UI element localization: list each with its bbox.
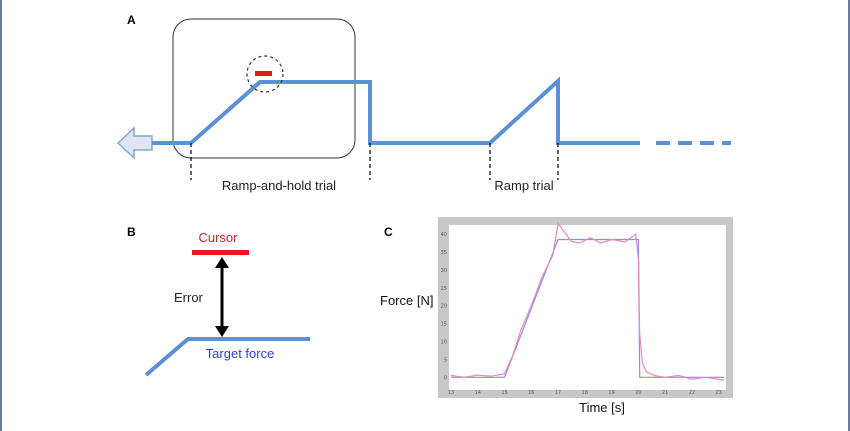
panel-a-letter: A <box>127 13 136 27</box>
y-tick-label: 40 <box>441 232 447 238</box>
target-force-label: Target force <box>206 346 275 361</box>
y-tick-label: 10 <box>441 339 447 345</box>
cursor-marker <box>255 71 272 76</box>
panel-c-letter: C <box>384 225 393 239</box>
y-tick-label: 30 <box>441 268 447 274</box>
left-arrow-icon <box>116 126 153 160</box>
force-chart: 13 14 15 16 17 18 19 20 21 22 23 0 5 10 15 20 25 30 35 40 <box>441 221 725 396</box>
left-border <box>0 0 2 431</box>
x-tick-label: 13 <box>448 390 454 396</box>
y-axis-label: Force [N] <box>380 293 433 308</box>
x-tick-label: 15 <box>501 390 507 396</box>
x-tick-label: 21 <box>662 390 668 396</box>
right-border <box>848 0 850 431</box>
x-tick-label: 19 <box>608 390 614 396</box>
error-label: Error <box>174 290 204 305</box>
y-tick-label: 20 <box>441 304 447 310</box>
y-tick-label: 25 <box>441 286 447 292</box>
error-arrow-down-icon <box>215 326 229 337</box>
plot-area <box>449 225 726 390</box>
x-tick-label: 16 <box>528 390 534 396</box>
x-tick-label: 18 <box>582 390 588 396</box>
zoom-box <box>172 18 356 159</box>
panel-b-letter: B <box>127 225 136 239</box>
ramp-label: Ramp trial <box>494 178 553 193</box>
x-tick-label: 17 <box>555 390 561 396</box>
x-tick-label: 14 <box>475 390 481 396</box>
force-series-line <box>450 221 725 381</box>
y-tick-label: 15 <box>441 322 447 328</box>
ramp-hold-label: Ramp-and-hold trial <box>222 178 336 193</box>
x-axis-label: Time [s] <box>579 400 625 415</box>
zoom-circle <box>246 55 284 93</box>
error-arrow-up-icon <box>215 257 229 268</box>
cursor-bar <box>192 250 249 255</box>
x-tick-label: 23 <box>715 390 721 396</box>
cursor-label: Cursor <box>198 230 238 245</box>
x-tick-label: 22 <box>689 390 695 396</box>
target-series-line <box>451 238 724 378</box>
target-trace <box>152 76 640 145</box>
x-tick-label: 20 <box>635 390 641 396</box>
y-tick-label: 0 <box>444 375 447 381</box>
y-tick-label: 35 <box>441 250 447 256</box>
target-force-line <box>144 337 310 377</box>
y-tick-label: 5 <box>444 357 447 363</box>
